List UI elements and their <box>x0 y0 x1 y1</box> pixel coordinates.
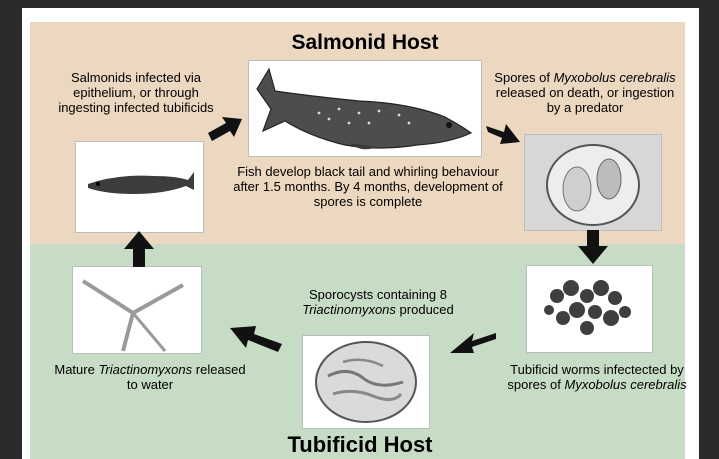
salmonid-host-title: Salmonid Host <box>291 31 439 54</box>
sporocysts-caption: Sporocysts containing 8 Triactinomyxons … <box>278 287 478 318</box>
arrow-adult-to-spore <box>486 124 520 144</box>
mature-caption-species: Triactinomyxons <box>98 362 193 377</box>
sporocysts-caption-species: Triactinomyxons <box>302 301 396 317</box>
spore-photo <box>524 134 662 231</box>
worms-caption-species: Myxobolus cerebralis <box>564 376 687 392</box>
arrow-worms-to-cyst <box>450 333 496 353</box>
sporocysts-caption-line2: produced <box>399 301 454 317</box>
adult-fish-photo <box>248 60 482 157</box>
development-caption: Fish develop black tail and whirling beh… <box>233 164 503 209</box>
arrow-spore-to-worms <box>578 230 608 264</box>
spores-caption-species: Myxobolus cerebralis <box>553 70 676 85</box>
cyst-photo <box>302 335 430 429</box>
juvenile-fish-photo <box>75 141 204 233</box>
worms-caption-line1: Tubificid worms infectected by spores of <box>507 362 684 392</box>
mature-caption-prefix: Mature <box>54 362 95 377</box>
arrow-juvenile-to-adult <box>208 117 242 141</box>
triactinomyxon-photo <box>72 266 202 354</box>
spores-caption-line1: Spores of <box>494 70 550 85</box>
arrow-cyst-to-triactinomyxon <box>230 326 282 352</box>
infection-caption: Salmonids infected via epithelium, or th… <box>58 70 214 115</box>
spores-caption: Spores of Myxobolus cerebralis released … <box>494 70 676 116</box>
sporocysts-caption-line1: Sporocysts containing 8 <box>308 287 448 302</box>
worm-cluster-photo <box>526 265 653 353</box>
mature-caption: Mature Triactinomyxons released to water <box>50 362 250 393</box>
arrow-triactinomyxon-to-juvenile <box>124 231 154 267</box>
mature-caption-suffix: released to water <box>126 362 246 392</box>
spores-caption-line2: released on death, or ingestion by a pre… <box>495 84 675 115</box>
worms-caption: Tubificid worms infectected by spores of… <box>506 362 688 393</box>
tubificid-host-title: Tubificid Host <box>287 432 433 457</box>
